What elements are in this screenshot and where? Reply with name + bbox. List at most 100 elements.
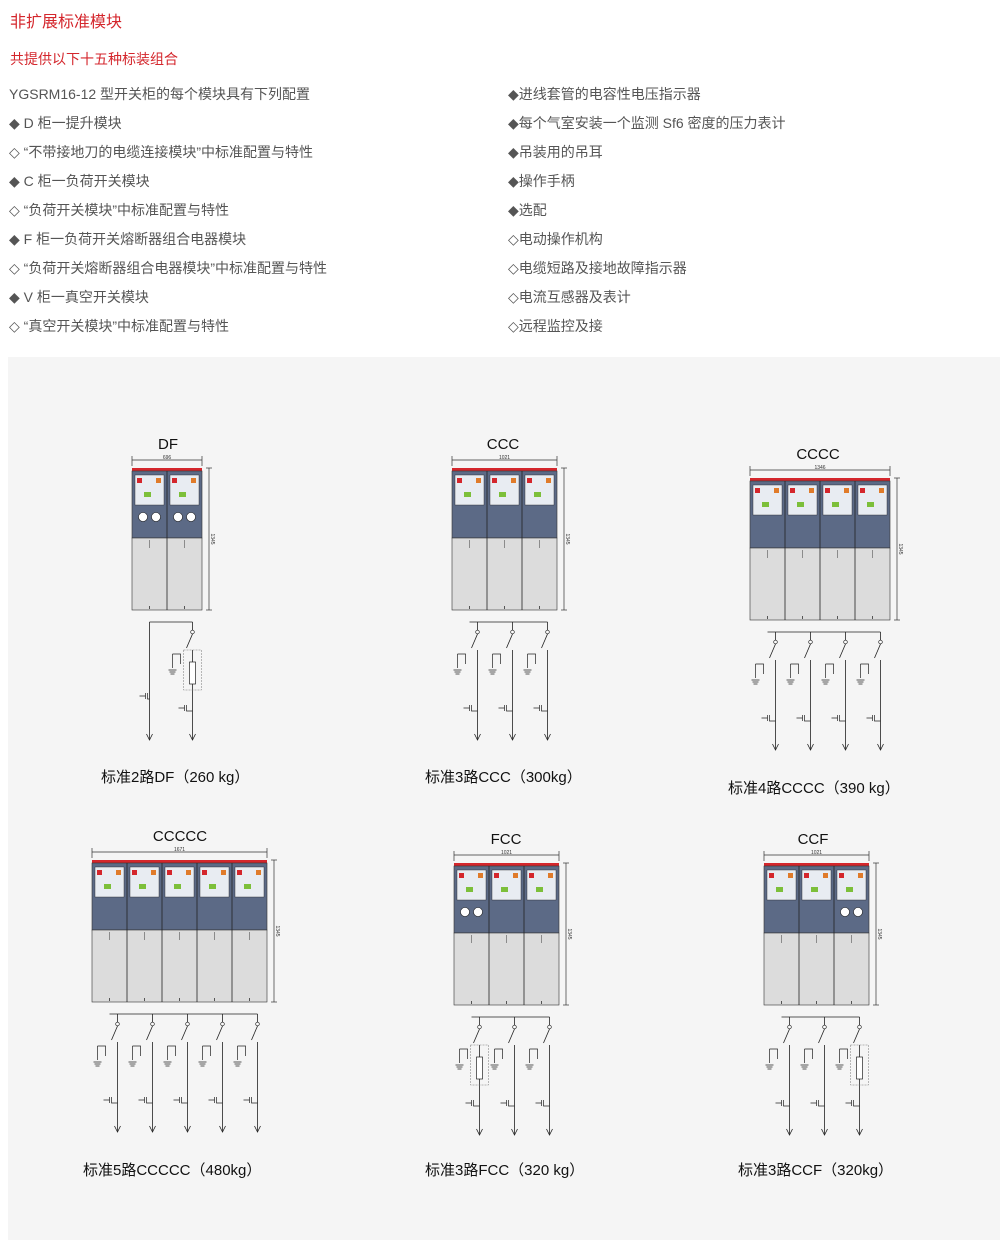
switch-blade-icon xyxy=(818,1028,825,1044)
config-item: YGSRM16-12 型开关柜的每个模块具有下列配置 xyxy=(9,86,311,102)
config-item: ◆操作手柄 xyxy=(508,173,575,189)
feeder-c xyxy=(93,1014,121,1133)
earth-switch-icon xyxy=(790,663,799,678)
indicator-light xyxy=(494,873,499,878)
fuse-icon xyxy=(476,1056,483,1080)
indicator-light xyxy=(839,873,844,878)
cabinet-top-strip xyxy=(764,863,869,866)
fuse-housing-outline xyxy=(850,1044,869,1086)
indicator-light xyxy=(879,488,884,493)
indicator-light xyxy=(459,873,464,878)
indicator-light xyxy=(137,478,142,483)
switch-blade-icon xyxy=(186,633,193,649)
status-indicator xyxy=(244,884,251,889)
config-item: ◇远程监控及接 xyxy=(508,318,603,334)
voltage-indicator-icon xyxy=(761,715,776,722)
ground-icon xyxy=(128,1061,137,1067)
cable-arrow-icon xyxy=(877,743,884,751)
voltage-indicator-icon xyxy=(500,1100,515,1107)
unit-caption-fcc: 标准3路FCC（320 kg） xyxy=(425,1162,585,1179)
ground-icon xyxy=(856,679,865,685)
indicator-light xyxy=(529,873,534,878)
indicator-light xyxy=(844,488,849,493)
feeder-c xyxy=(786,632,814,751)
cable-arrow-icon xyxy=(842,743,849,751)
unit-title-ccc: CCC xyxy=(486,436,520,453)
indicator-light xyxy=(191,478,196,483)
earth-switch-icon xyxy=(459,1048,468,1063)
cable-arrow-icon xyxy=(807,743,814,751)
switch-blade-icon xyxy=(804,643,811,659)
cable-arrow-icon xyxy=(474,733,481,741)
voltage-indicator-icon xyxy=(866,715,881,722)
cable-arrow-icon xyxy=(184,1125,191,1133)
status-indicator xyxy=(846,887,853,892)
earth-switch-icon xyxy=(825,663,834,678)
status-indicator xyxy=(534,492,541,497)
cable-arrow-icon xyxy=(856,1128,863,1136)
voltage-indicator-icon xyxy=(173,1097,188,1104)
indicator-light xyxy=(202,870,207,875)
contact-icon xyxy=(857,1024,862,1030)
contact-icon xyxy=(545,629,550,635)
cabinet-top-strip xyxy=(750,478,890,481)
page-title: 非扩展标准模块 xyxy=(10,14,123,31)
feeder-c xyxy=(765,1017,793,1136)
config-item: ◆ C 柜一负荷开关模块 xyxy=(9,173,150,189)
indicator-light xyxy=(172,478,177,483)
cable-arrow-icon xyxy=(546,1128,553,1136)
indicator-light xyxy=(156,478,161,483)
cabinet-lower-panel xyxy=(453,932,560,1006)
gauge-icon xyxy=(186,512,196,522)
voltage-indicator-icon xyxy=(208,1097,223,1104)
feeder-c xyxy=(751,632,779,751)
ground-icon xyxy=(455,1064,464,1070)
contact-icon xyxy=(477,1024,482,1030)
earth-switch-icon xyxy=(457,653,466,668)
indicator-light xyxy=(256,870,261,875)
status-indicator xyxy=(139,884,146,889)
voltage-indicator-icon xyxy=(845,1100,860,1107)
earth-switch-icon xyxy=(237,1045,246,1060)
cable-arrow-icon xyxy=(254,1125,261,1133)
indicator-light xyxy=(809,488,814,493)
switch-blade-icon xyxy=(783,1028,790,1044)
width-dimension-label: 696 xyxy=(163,455,172,461)
switch-blade-icon xyxy=(471,633,478,649)
status-indicator xyxy=(832,502,839,507)
status-indicator xyxy=(464,492,471,497)
cable-arrow-icon xyxy=(189,733,196,741)
unit-title-fcc: FCC xyxy=(490,831,522,848)
feeder-f xyxy=(455,1017,489,1136)
indicator-light xyxy=(769,873,774,878)
voltage-indicator-icon xyxy=(831,715,846,722)
unit-title-ccf: CCF xyxy=(797,831,829,848)
config-item: ◆ D 柜一提升模块 xyxy=(9,115,122,131)
cabinet-top-strip xyxy=(92,860,267,863)
config-item: ◆ F 柜一负荷开关熔断器组合电器模块 xyxy=(9,231,247,247)
earth-switch-icon xyxy=(860,663,869,678)
earth-switch-icon xyxy=(172,653,181,668)
config-item: ◆选配 xyxy=(508,202,547,218)
switch-blade-icon xyxy=(541,633,548,649)
earth-switch-icon xyxy=(529,1048,538,1063)
indicator-light xyxy=(860,488,865,493)
switch-blade-icon xyxy=(543,1028,550,1044)
status-indicator xyxy=(762,502,769,507)
config-list-right: ◆进线套管的电容性电压指示器 ◆每个气室安装一个监测 Sf6 密度的压力表计 ◆… xyxy=(508,84,786,345)
switch-blade-icon xyxy=(146,1025,153,1041)
gauge-icon xyxy=(173,512,183,522)
cable-arrow-icon xyxy=(509,733,516,741)
ground-icon xyxy=(765,1064,774,1070)
switch-blade-icon xyxy=(839,643,846,659)
contact-icon xyxy=(808,639,813,645)
indicator-light xyxy=(511,478,516,483)
gauge-icon xyxy=(460,907,470,917)
feeder-d xyxy=(139,622,153,741)
ground-icon xyxy=(821,679,830,685)
width-dimension-label: 1021 xyxy=(811,850,822,856)
switch-blade-icon xyxy=(508,1028,515,1044)
indicator-light xyxy=(823,873,828,878)
